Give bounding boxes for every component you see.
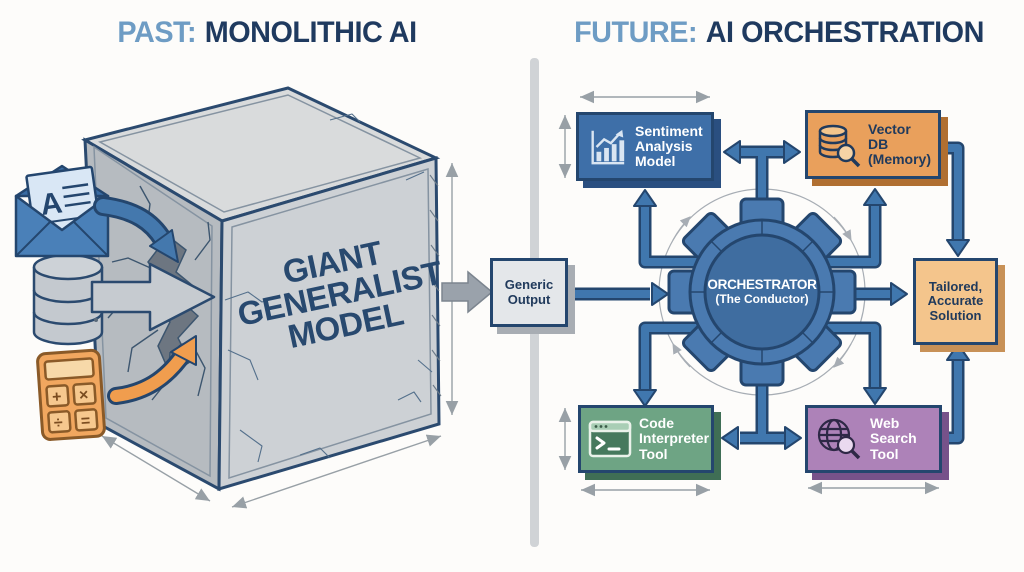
hatch-marks (429, 174, 442, 397)
generic-output-box: Generic Output (490, 258, 568, 327)
orchestrator-label: ORCHESTRATOR (The Conductor) (697, 277, 827, 306)
generalist-input-arrow (90, 262, 216, 332)
web-search-label: Web Search Tool (870, 415, 917, 462)
past-title-prefix: PAST: (117, 16, 197, 49)
globe-search-icon (815, 416, 863, 462)
vector-db-label: Vector DB (Memory) (868, 120, 932, 168)
calc-plus-key: + (52, 389, 63, 407)
orchestrator-pipes (574, 140, 970, 450)
calc-divide-key: ÷ (53, 415, 63, 433)
web-search-node: Web Search Tool (805, 405, 942, 473)
vector-db-node: Vector DB (Memory) (805, 110, 941, 179)
past-title: PAST:MONOLITHIC AI (11, 16, 524, 50)
orchestrator-subtitle: (The Conductor) (715, 292, 809, 306)
tailored-solution-label: Tailored, Accurate Solution (927, 279, 984, 323)
line-bar-chart-icon (586, 125, 628, 169)
sentiment-analysis-node: Sentiment Analysis Model (576, 112, 714, 181)
tailored-solution-node: Tailored, Accurate Solution (913, 258, 998, 345)
future-title-prefix: FUTURE: (574, 16, 698, 49)
orchestrator-title: ORCHESTRATOR (707, 277, 817, 292)
generic-output-arrow (441, 270, 494, 314)
past-title-main: MONOLITHIC AI (204, 16, 417, 49)
generic-output-label: Generic Output (504, 276, 554, 307)
email-document-icon: A (14, 164, 110, 258)
calc-multiply-key: × (78, 387, 89, 405)
orchestrator-gear (667, 197, 857, 387)
future-title: FUTURE:AI ORCHESTRATION (544, 16, 1014, 50)
sentiment-analysis-label: Sentiment Analysis Model (635, 122, 703, 170)
database-search-icon (815, 122, 861, 168)
future-title-main: AI ORCHESTRATION (705, 16, 985, 49)
terminal-icon (588, 419, 632, 459)
right-dimension-lines (558, 90, 939, 497)
calc-equals-key: = (80, 413, 91, 431)
code-interpreter-node: Code Interpreter Tool (578, 405, 714, 473)
calculator-input-arrow (107, 335, 197, 405)
code-interpreter-label: Code Interpreter Tool (639, 415, 710, 462)
calculator-icon: + × ÷ = (36, 348, 106, 441)
email-input-arrow (93, 196, 179, 263)
